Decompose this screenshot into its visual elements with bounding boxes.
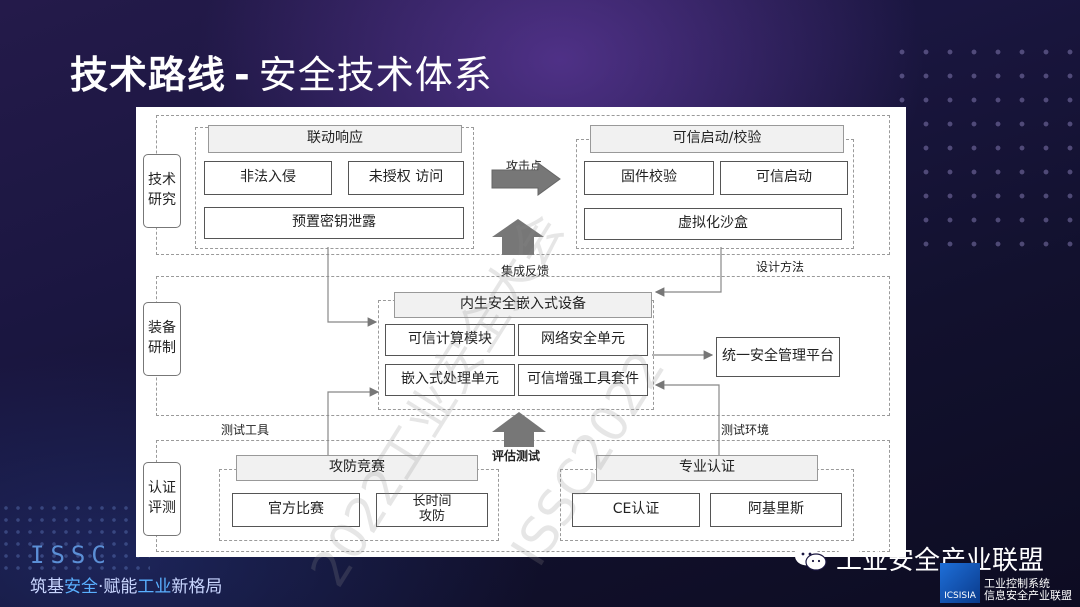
test-tools-arrow xyxy=(327,387,380,455)
logo-line2: 信息安全产业联盟 xyxy=(984,589,1072,603)
trusted-tools-box: 可信增强工具套件 xyxy=(518,364,648,396)
icsisia-logo: ICSISIA 工业控制系统 信息安全产业联盟 xyxy=(940,563,1072,603)
test-tools-label: 测试工具 xyxy=(221,423,270,437)
platform-box: 统一安全管理平台 xyxy=(716,337,840,377)
unauthorized-access-box: 未授权 访问 xyxy=(348,161,464,195)
slogan-4: 工业 xyxy=(137,577,172,597)
title-separator: - xyxy=(234,53,251,97)
achilles-box: 阿基里斯 xyxy=(710,493,842,527)
eval-arrow xyxy=(492,412,546,447)
embedded-device-header: 内生安全嵌入式设备 xyxy=(394,292,652,318)
brand-block: 工业安全产业联盟 xyxy=(794,540,1044,577)
key-leak-arrow xyxy=(327,247,378,327)
linkage-header: 联动响应 xyxy=(208,125,462,153)
title-bold: 技术路线 xyxy=(70,53,227,97)
illegal-intrusion-box: 非法入侵 xyxy=(204,161,332,195)
long-term-box: 长时间 攻防 xyxy=(376,493,488,527)
row-label-equip: 装备 研制 xyxy=(143,302,181,376)
logo-mark: ICSISIA xyxy=(940,563,980,603)
design-method-label: 设计方法 xyxy=(756,260,805,274)
trusted-boot-header: 可信启动/校验 xyxy=(590,125,844,153)
slogan-3: ·赋能 xyxy=(98,577,138,597)
official-competition-box: 官方比赛 xyxy=(232,493,360,527)
row-label-tech: 技术 研究 xyxy=(143,154,181,228)
issc-logo: ISSC xyxy=(30,541,112,569)
slogan: 筑基安全·赋能工业新格局 xyxy=(30,572,222,597)
pro-cert-header: 专业认证 xyxy=(596,455,818,481)
design-method-arrow xyxy=(654,247,722,297)
net-security-box: 网络安全单元 xyxy=(518,324,648,356)
slogan-2: 安全 xyxy=(64,577,98,597)
embedded-proc-box: 嵌入式处理单元 xyxy=(385,364,515,396)
trusted-compute-box: 可信计算模块 xyxy=(385,324,515,356)
sandbox-box: 虚拟化沙盒 xyxy=(584,208,842,240)
title-rest: 安全技术体系 xyxy=(258,53,493,97)
eval-test-label: 评估测试 xyxy=(492,449,541,463)
row-label-cert: 认证 评测 xyxy=(143,462,181,536)
slide-title: 技术路线-安全技术体系 xyxy=(70,44,493,99)
integration-feedback-label: 集成反馈 xyxy=(501,264,550,278)
brand-name: 工业安全产业联盟 xyxy=(835,546,1044,576)
feedback-arrow xyxy=(492,219,544,255)
slogan-1: 筑基 xyxy=(30,577,64,597)
trusted-boot-box: 可信启动 xyxy=(720,161,848,195)
logo-text: 工业控制系统 信息安全产业联盟 xyxy=(984,576,1072,603)
dot-pattern xyxy=(890,40,1080,260)
test-env-label: 测试环境 xyxy=(721,423,770,437)
logo-line1: 工业控制系统 xyxy=(984,576,1050,590)
ce-cert-box: CE认证 xyxy=(572,493,700,527)
firmware-check-box: 固件校验 xyxy=(584,161,714,195)
diagram-panel: 技术 研究 装备 研制 认证 评测 联动响应 非法入侵 未授权 访问 预置密钥泄… xyxy=(136,107,906,557)
attack-arrow xyxy=(491,162,561,196)
wechat-icon xyxy=(794,546,827,571)
slogan-5: 新格局 xyxy=(171,577,223,597)
dot-pattern-bottom xyxy=(0,502,150,572)
attack-defense-header: 攻防竞赛 xyxy=(236,455,478,481)
diagram-arrows xyxy=(327,162,722,455)
key-leak-box: 预置密钥泄露 xyxy=(204,207,464,239)
test-env-arrow xyxy=(654,380,720,455)
